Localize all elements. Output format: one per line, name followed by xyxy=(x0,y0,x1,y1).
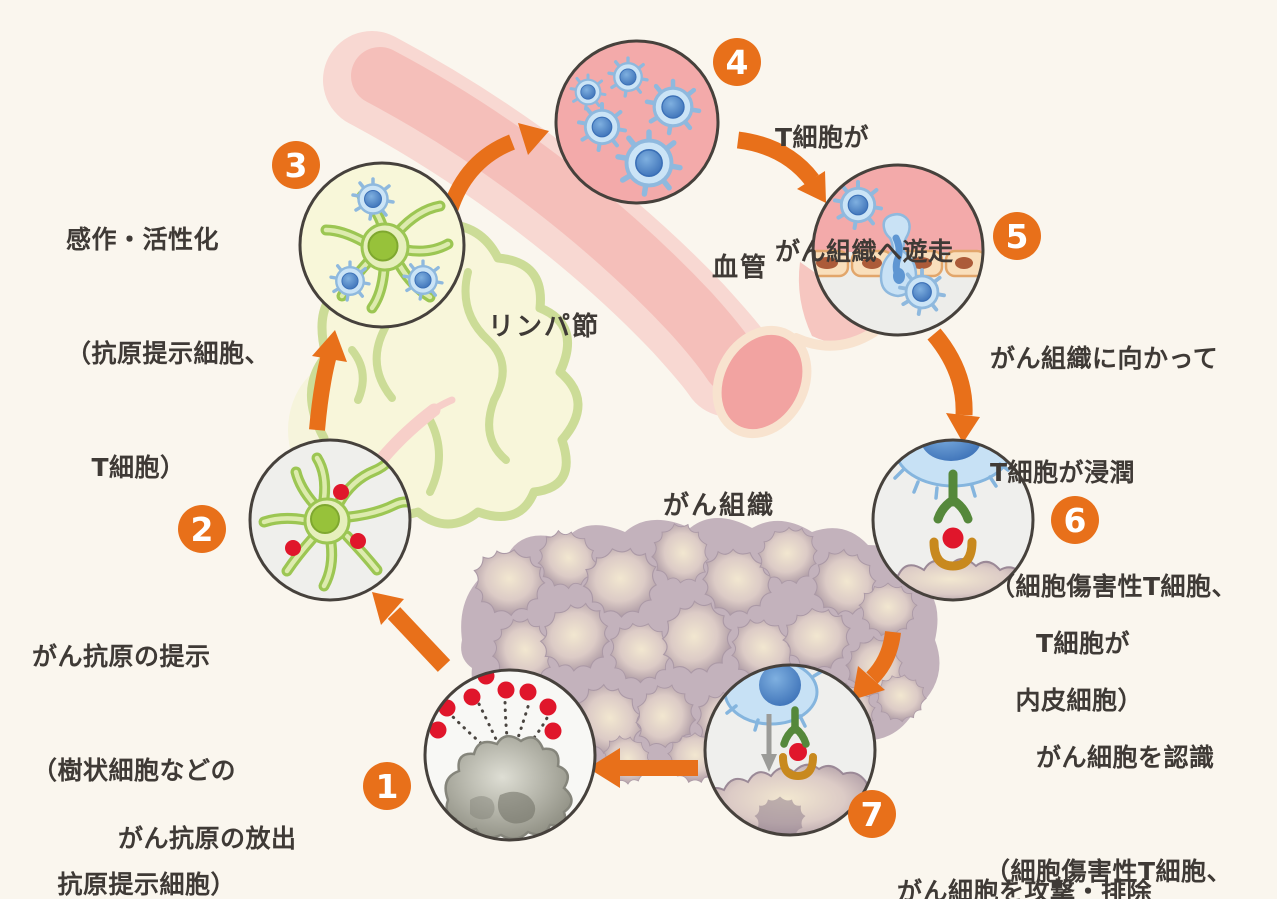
arrow-2-to-3 xyxy=(309,330,347,431)
circle-step2-antigen-presentation xyxy=(248,438,412,602)
caption-line: 抗原提示細胞） xyxy=(32,870,237,899)
caption-line: （樹状細胞などの xyxy=(32,756,237,785)
caption-line: （抗原提示細胞、 xyxy=(66,339,271,368)
arrow-3-to-4 xyxy=(442,123,549,213)
step-4-number: 4 xyxy=(725,42,749,82)
step-7-number: 7 xyxy=(860,794,884,834)
caption-line: T細胞が xyxy=(985,629,1131,658)
circle-step7-attack xyxy=(703,663,877,837)
step-1-number: 1 xyxy=(375,766,399,806)
arrow-4-to-5 xyxy=(736,131,826,203)
step-5-caption: がん組織に向かって T細胞が浸潤 （細胞傷害性T細胞、 内皮細胞） xyxy=(990,264,1237,796)
endothelial-nuclei xyxy=(816,257,973,269)
step-4-badge: 4 xyxy=(713,38,761,86)
arrow-6-to-7 xyxy=(852,630,901,700)
step-2-badge: 2 xyxy=(178,505,226,553)
step-7-badge: 7 xyxy=(848,790,896,838)
arrow-5-to-6 xyxy=(927,328,980,443)
step-5-number: 5 xyxy=(1005,216,1029,256)
caption-line: がん抗原の放出 xyxy=(118,824,297,853)
step-2-caption: がん抗原の提示 （樹状細胞などの 抗原提示細胞） xyxy=(32,562,236,899)
caption-line: 内皮細胞） xyxy=(990,686,1144,715)
caption-line: がん細胞を攻撃・排除 xyxy=(897,877,1153,899)
captured-antigens xyxy=(285,484,366,556)
antigen-dot xyxy=(789,743,807,761)
step-6-number: 6 xyxy=(1063,500,1087,540)
step-6-badge: 6 xyxy=(1051,496,1099,544)
caption-line: T細胞） xyxy=(66,453,186,482)
mhc-molecule xyxy=(929,537,977,571)
arrow-7-to-1 xyxy=(588,748,698,788)
caption-line: T細胞が浸潤 xyxy=(990,458,1136,487)
step-1-caption: がん抗原の放出 （がん細胞の死滅） xyxy=(118,744,348,899)
antigen-release-rays xyxy=(450,695,550,760)
caption-line: （細胞傷害性T細胞、 xyxy=(990,572,1238,601)
attack-arrow xyxy=(761,714,777,772)
blood-vessel-label: 血管 xyxy=(712,253,769,283)
circle-step1-antigen-release xyxy=(423,668,597,842)
circle-step3-priming-activation xyxy=(298,161,466,329)
caption-line: がん組織に向かって xyxy=(990,344,1219,373)
step-3-caption: 感作・活性化 （抗原提示細胞、 T細胞） xyxy=(66,145,270,563)
caption-line: （細胞傷害性T細胞、 xyxy=(985,857,1233,886)
caption-line: T細胞が xyxy=(775,123,870,152)
cycle-arrows xyxy=(309,123,980,788)
caption-line: がん細胞を認識 xyxy=(985,743,1215,772)
step-4-caption: T細胞が がん組織へ遊走 xyxy=(775,43,954,347)
circle-step4-tcells-in-blood xyxy=(554,39,720,205)
caption-line: がん抗原の提示 xyxy=(32,642,211,671)
t-cell-receptor xyxy=(780,706,810,748)
step-3-badge: 3 xyxy=(272,141,320,189)
caption-line: 感作・活性化 xyxy=(66,225,220,254)
step-6-caption: T細胞が がん細胞を認識 （細胞傷害性T細胞、 がん細胞） xyxy=(985,549,1232,899)
mhc-molecule xyxy=(779,753,817,781)
step-1-badge: 1 xyxy=(363,762,411,810)
step-2-number: 2 xyxy=(190,509,214,549)
lymph-node-label: リンパ節 xyxy=(488,312,601,342)
caption-line: がん組織へ遊走 xyxy=(775,237,954,266)
step-5-badge: 5 xyxy=(993,212,1041,260)
cancer-tissue-label: がん組織 xyxy=(663,491,776,521)
antigen-dot xyxy=(942,527,964,549)
step-7-caption: がん細胞を攻撃・排除 （免疫細胞、がん細胞） xyxy=(897,797,1178,899)
arrow-1-to-2 xyxy=(372,592,451,672)
step-3-number: 3 xyxy=(284,145,308,185)
t-cell-receptor xyxy=(933,469,973,524)
